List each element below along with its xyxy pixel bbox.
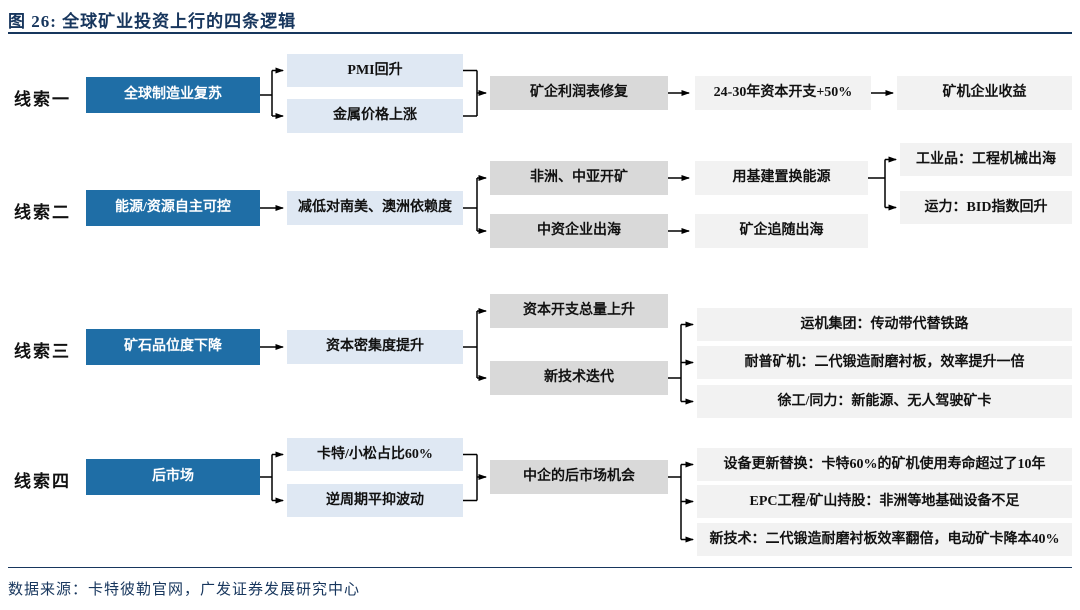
source-note: 数据来源：卡特彼勒官网，广发证券发展研究中心 (8, 582, 361, 598)
clue-1-label: 线索一 (14, 90, 71, 109)
node-yunji-conveyor-replaces-rail: 运机集团：传动带代替铁路 (697, 308, 1072, 341)
node-energy-resource-self-control: 能源/资源自主可控 (86, 190, 260, 226)
node-industrial-goods-overseas: 工业品：工程机械出海 (900, 143, 1072, 176)
node-aftermarket: 后市场 (86, 459, 260, 495)
node-pmi-rebound: PMI回升 (287, 54, 463, 87)
node-naipu-forged-liner: 耐普矿机：二代锻造耐磨衬板，效率提升一倍 (697, 346, 1072, 379)
node-china-aftermarket-opportunity: 中企的后市场机会 (490, 460, 668, 494)
node-shipping-bdi-rebound: 运力：BID指数回升 (900, 191, 1072, 224)
node-capital-intensity-up: 资本密集度提升 (287, 330, 463, 364)
node-mining-equipment-revenue: 矿机企业收益 (897, 76, 1072, 110)
node-africa-central-asia-mining: 非洲、中亚开矿 (490, 161, 668, 195)
node-new-tech-cost-down: 新技术：二代锻造耐磨衬板效率翻倍，电动矿卡降本40% (697, 523, 1072, 556)
node-epc-mine-equity: EPC工程/矿山持股：非洲等地基础设备不足 (697, 485, 1072, 518)
node-capex-total-up: 资本开支总量上升 (490, 294, 668, 328)
source-rule (8, 567, 1072, 568)
node-ore-grade-decline: 矿石品位度下降 (86, 329, 260, 365)
node-cat-komatsu-60pct: 卡特/小松占比60% (287, 438, 463, 471)
node-capex-24-30: 24-30年资本开支+50% (695, 76, 871, 110)
title-rule (8, 32, 1072, 34)
node-chinese-enterprises-overseas: 中资企业出海 (490, 214, 668, 248)
node-global-manufacturing-recovery: 全球制造业复苏 (86, 77, 260, 113)
node-new-tech-iteration: 新技术迭代 (490, 361, 668, 395)
node-counter-cyclical-smoothing: 逆周期平抑波动 (287, 484, 463, 517)
figure-title: 图 26: 全球矿业投资上行的四条逻辑 (8, 12, 297, 31)
clue-2-label: 线索二 (14, 203, 71, 222)
node-miners-follow-overseas: 矿企追随出海 (695, 214, 868, 248)
node-equipment-replacement: 设备更新替换：卡特60%的矿机使用寿命超过了10年 (697, 448, 1072, 481)
clue-3-label: 线索三 (14, 342, 71, 361)
node-reduce-dependence: 减低对南美、澳洲依赖度 (287, 191, 463, 225)
node-miner-profit-repair: 矿企利润表修复 (490, 76, 668, 110)
clue-4-label: 线索四 (14, 472, 71, 491)
node-xcmg-tongli-new-energy-trucks: 徐工/同力：新能源、无人驾驶矿卡 (697, 385, 1072, 418)
node-infrastructure-for-energy: 用基建置换能源 (695, 161, 868, 195)
node-metal-price-rise: 金属价格上涨 (287, 99, 463, 133)
